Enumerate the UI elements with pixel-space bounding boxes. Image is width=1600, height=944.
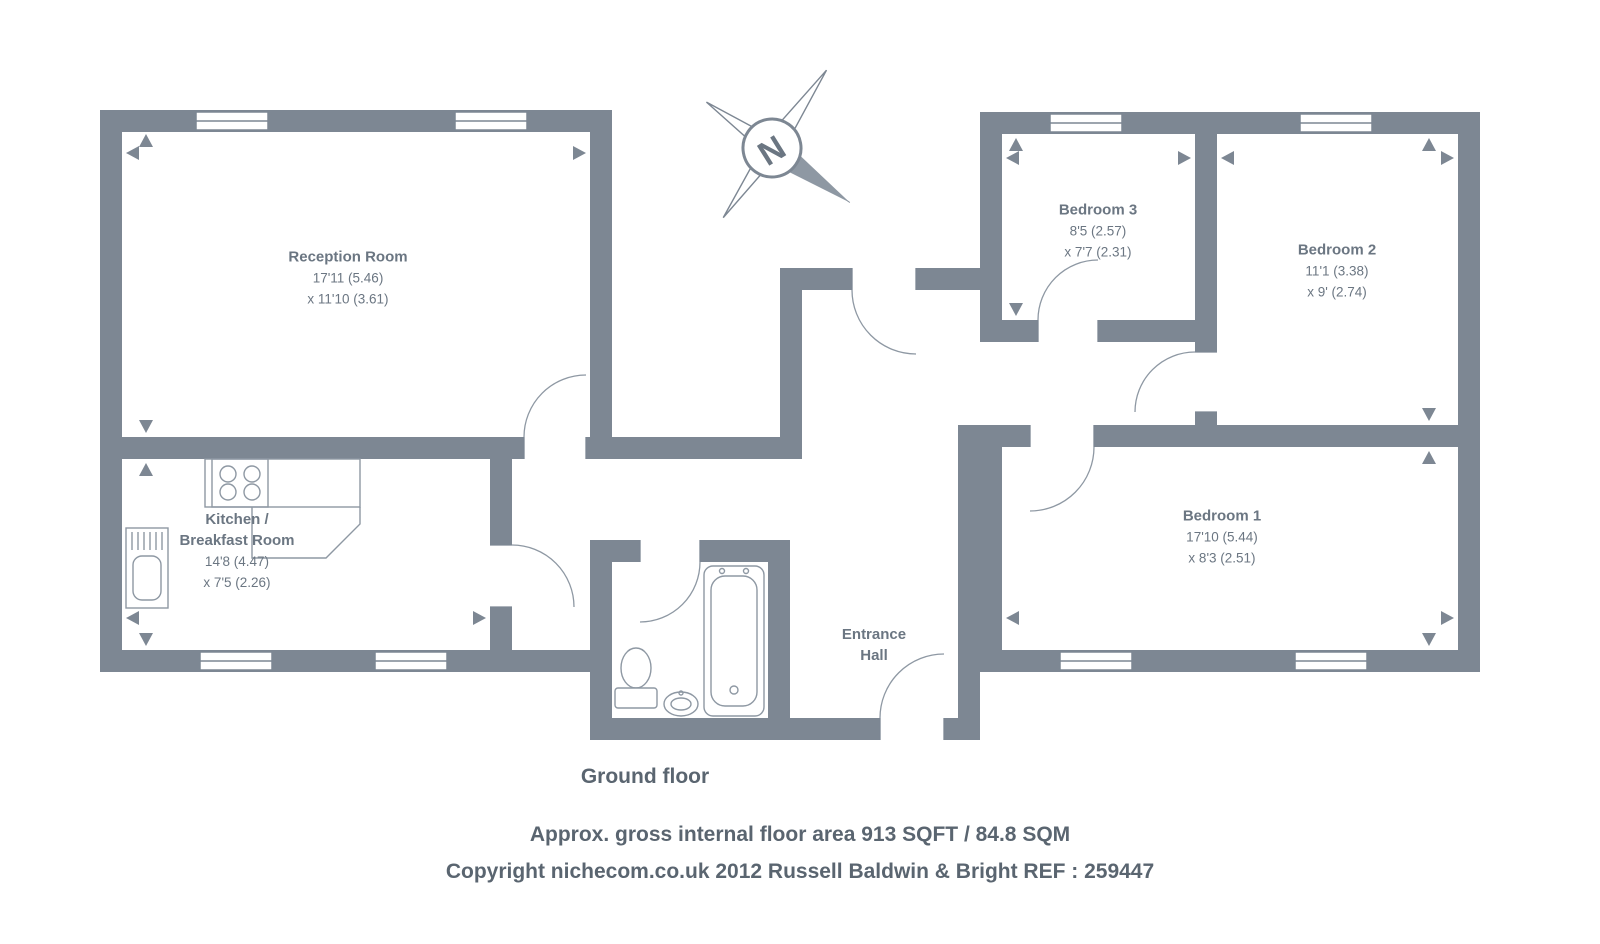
room-name: Bedroom 2 — [1297, 241, 1377, 259]
floor-area-text: Approx. gross internal floor area 913 SQ… — [529, 823, 1071, 846]
window-icons — [195, 111, 1373, 671]
room-label-bedroom1: Bedroom 1 17'10 (5.44) x 8'3 (2.51) — [1183, 506, 1261, 569]
copyright-text: Copyright nichecom.co.uk 2012 Russell Ba… — [445, 860, 1155, 883]
door-jambs — [490, 268, 1217, 740]
room-label-kitchen: Kitchen / Breakfast Room 14'8 (4.47) x 7… — [179, 509, 294, 593]
hob-icon — [211, 458, 269, 508]
basin-icon — [663, 690, 699, 717]
room-name: Bedroom 3 — [1058, 201, 1138, 219]
room-dim-1: 17'10 (5.44) — [1186, 529, 1258, 545]
room-name: Bedroom 1 — [1182, 507, 1262, 525]
room-name-line2: Breakfast Room — [179, 532, 295, 549]
room-dim-1: 11'1 (3.38) — [1305, 263, 1369, 279]
compass-icon: N — [706, 69, 851, 219]
door-openings — [490, 268, 1217, 740]
room-label-entrance-hall: Entrance Hall — [842, 624, 906, 666]
room-dim-1: 17'11 (5.46) — [312, 270, 384, 286]
room-name-line1: Entrance — [841, 626, 907, 643]
room-label-bedroom3: Bedroom 3 8'5 (2.57) x 7'7 (2.31) — [1059, 200, 1137, 263]
room-dim-2: x 8'3 (2.51) — [1188, 550, 1256, 566]
room-dim-1: 8'5 (2.57) — [1069, 223, 1127, 239]
dimension-arrows — [126, 134, 1454, 646]
room-dim-2: x 7'5 (2.26) — [203, 575, 271, 590]
room-name-line2: Hall — [860, 647, 888, 664]
room-dim-2: x 9' (2.74) — [1307, 284, 1367, 300]
walls — [100, 110, 1480, 740]
room-label-reception: Reception Room 17'11 (5.46) x 11'10 (3.6… — [288, 247, 407, 310]
room-dim-1: 14'8 (4.47) — [204, 554, 270, 569]
room-label-bedroom2: Bedroom 2 11'1 (3.38) x 9' (2.74) — [1298, 240, 1376, 303]
floor-title: Ground floor — [580, 765, 710, 788]
room-name-line1: Kitchen / — [205, 511, 269, 528]
room-name: Reception Room — [288, 248, 408, 266]
kitchen-counter-icon — [204, 458, 361, 559]
room-dim-2: x 7'7 (2.31) — [1064, 244, 1132, 260]
bathtub-icon — [703, 565, 765, 717]
toilet-icon — [614, 647, 658, 709]
kitchen-sink-icon — [125, 527, 169, 609]
door-arcs — [511, 259, 1196, 719]
room-dim-2: x 11'10 (3.61) — [307, 291, 389, 307]
